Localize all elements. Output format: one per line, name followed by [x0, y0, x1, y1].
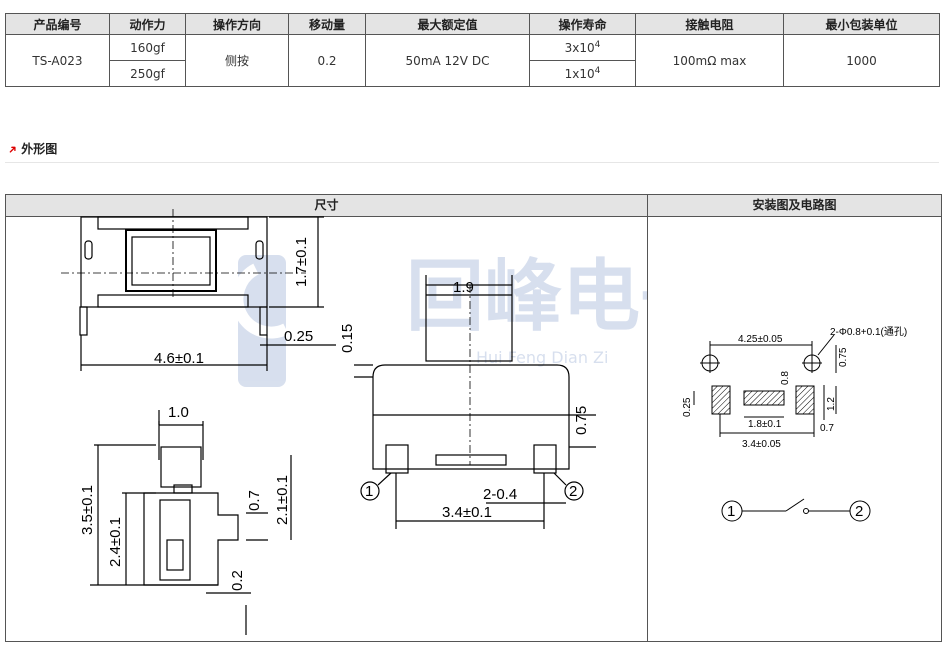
front-view [354, 275, 596, 529]
mnt-pad: 1.8±0.1 [748, 419, 782, 430]
header-life: 操作寿命 [529, 13, 636, 35]
cell-force-2: 250gf [109, 60, 186, 87]
cell-life-2: 1x104 [529, 60, 636, 87]
header-rating: 最大额定值 [365, 13, 530, 35]
side-view [90, 410, 292, 635]
cell-life-1: 3x104 [529, 34, 636, 61]
arrow-icon: ➜ [4, 141, 21, 158]
cell-force-1: 160gf [109, 34, 186, 61]
watermark-subtext: Hui Feng Dian Zi [476, 348, 608, 367]
drawing-panels: 尺寸 安装图及电路图 回峰电子 Hui Feng Dian Zi [5, 194, 942, 642]
dim-side-h2: 2.4±0.1 [107, 517, 124, 567]
header-min-pack: 最小包装单位 [783, 13, 940, 35]
cell-travel: 0.2 [288, 34, 366, 87]
mnt-h08: 0.8 [780, 371, 791, 385]
cell-resistance: 100mΩ max [635, 34, 784, 87]
header-force: 动作力 [109, 13, 186, 35]
header-resistance: 接触电阻 [635, 13, 784, 35]
dim-front-015: 0.15 [339, 324, 356, 353]
mnt-v12: 1.2 [826, 397, 837, 411]
mnt-w2: 3.4±0.05 [742, 439, 781, 450]
mnt-h075: 0.75 [838, 347, 849, 367]
cell-part-no: TS-A023 [5, 34, 110, 87]
watermark: 回峰电子 Hui Feng Dian Zi [231, 252, 647, 387]
dim-side-07: 0.7 [246, 490, 263, 511]
header-direction: 操作方向 [185, 13, 289, 35]
pin-2-label: 2 [569, 483, 577, 500]
circuit-diagram [721, 498, 871, 522]
mounting-drawing: 4.25±0.05 2-Φ0.8+0.1(通孔) 0.75 0.8 0.25 1… [682, 326, 907, 522]
mounting-footprint [693, 334, 837, 437]
header-part-no: 产品编号 [5, 13, 110, 35]
spec-row-2: 250gf 1x104 [6, 60, 940, 87]
panel-title-mounting: 安装图及电路图 [648, 195, 941, 217]
dim-front-width: 3.4±0.1 [442, 504, 492, 521]
dim-side-stem: 1.0 [168, 404, 189, 421]
section-divider [5, 162, 939, 163]
top-view [61, 209, 336, 371]
mnt-w1: 4.25±0.05 [738, 334, 783, 345]
mnt-v025: 0.25 [682, 397, 693, 417]
dim-top-height: 1.7±0.1 [293, 237, 310, 287]
mnt-holes: 2-Φ0.8+0.1(通孔) [830, 326, 907, 338]
mnt-v07: 0.7 [820, 423, 834, 434]
dim-front-stem: 1.9 [453, 279, 474, 296]
panel-divider [647, 195, 648, 641]
header-travel: 移动量 [288, 13, 366, 35]
watermark-text: 回峰电子 [406, 252, 647, 342]
cell-rating: 50mA 12V DC [365, 34, 530, 87]
dim-side-h3: 2.1±0.1 [274, 475, 291, 525]
section-heading: ➜外形图 [4, 140, 58, 158]
dim-top-width: 4.6±0.1 [154, 350, 204, 367]
dim-top-pin: 0.25 [284, 328, 313, 345]
dimension-drawing: 回峰电子 Hui Feng Dian Zi [61, 209, 647, 635]
dim-side-02: 0.2 [229, 570, 246, 591]
pin-1-label: 1 [365, 483, 373, 500]
circuit-label-2: 2 [855, 503, 863, 520]
cell-direction: 侧按 [185, 34, 289, 87]
cell-min-pack: 1000 [783, 34, 940, 87]
spec-header-row: 产品编号 动作力 操作方向 移动量 最大额定值 操作寿命 接触电阻 最小包装单位 [5, 13, 940, 35]
panel-title-dimensions: 尺寸 [6, 195, 647, 217]
spec-table: 产品编号 动作力 操作方向 移动量 最大额定值 操作寿命 接触电阻 最小包装单位… [5, 13, 940, 87]
dim-front-pins: 2-0.4 [483, 486, 517, 503]
circuit-label-1: 1 [727, 503, 735, 520]
dim-side-h1: 3.5±0.1 [79, 485, 96, 535]
spec-row-1: TS-A023 160gf 侧按 0.2 50mA 12V DC 3x104 1… [5, 34, 940, 87]
section-title: 外形图 [21, 142, 58, 156]
dim-front-075: 0.75 [573, 406, 590, 435]
